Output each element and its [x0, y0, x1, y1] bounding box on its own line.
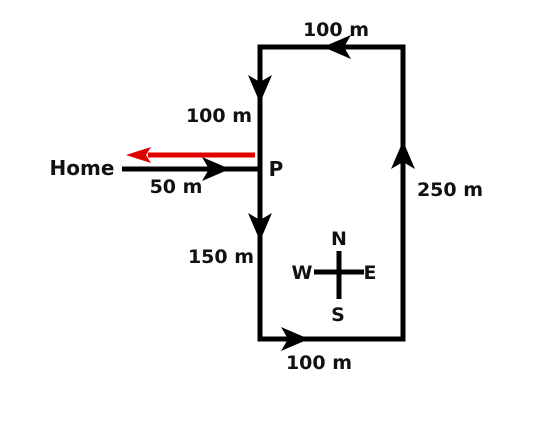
compass-south-label: S [331, 304, 345, 326]
lower-left-distance-label: 150 m [188, 246, 254, 268]
compass-east-label: E [364, 262, 377, 284]
upper-left-distance-label: 100 m [186, 105, 252, 127]
arrow-west-top [323, 35, 351, 59]
return-arrow-head [126, 147, 151, 163]
arrow-east-home-segment [202, 157, 230, 181]
arrow-south-upper-left [248, 75, 272, 103]
home-label: Home [50, 156, 115, 180]
rectangular-path [257, 44, 406, 342]
point-p-label: P [269, 157, 284, 181]
top-distance-label: 100 m [303, 19, 369, 41]
compass-west-label: W [292, 262, 313, 284]
bottom-distance-label: 100 m [286, 352, 352, 374]
arrow-east-bottom [281, 327, 309, 351]
arrow-north-right [391, 141, 415, 169]
home-distance-label: 50 m [150, 176, 203, 198]
arrow-south-lower-left [248, 213, 272, 241]
right-distance-label: 250 m [417, 179, 483, 201]
compass-north-label: N [331, 228, 347, 250]
